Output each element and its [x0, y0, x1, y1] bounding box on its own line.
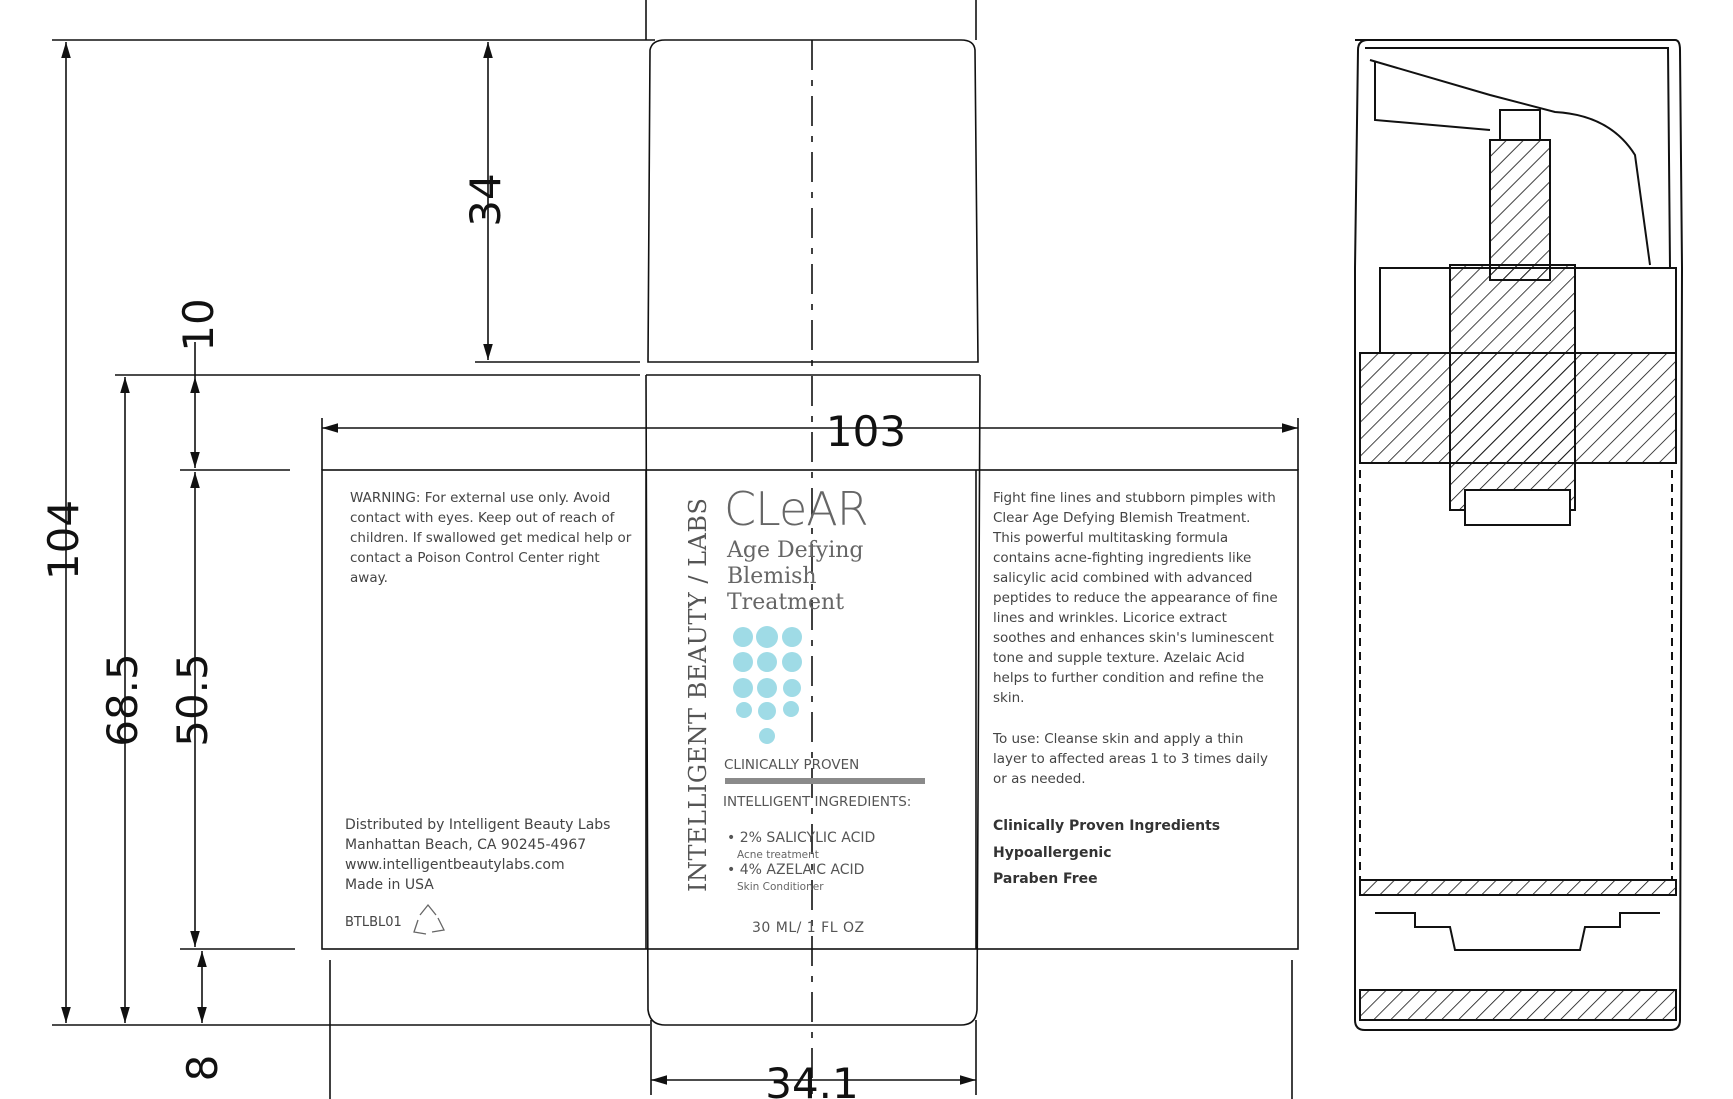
ingredient-1-purpose: Acne treatment: [737, 849, 819, 861]
dim-34-label: 34: [461, 173, 510, 226]
distributor-line: Made in USA: [345, 877, 434, 893]
brand-vertical: INTELLIGENT BEAUTY / LABS: [684, 497, 712, 892]
claims-list: Clinically Proven Ingredients Hypoallerg…: [993, 813, 1278, 893]
dim-10-label: 10: [174, 298, 223, 351]
claim-item: Hypoallergenic: [993, 844, 1112, 861]
distributor-block: Distributed by Intelligent Beauty Labs M…: [345, 815, 635, 895]
claim-item: Paraben Free: [993, 871, 1098, 887]
dim-8-label: 8: [178, 1055, 227, 1082]
dot-graphic: [733, 626, 802, 744]
ingredient-1: • 2% SALICYLIC ACID: [727, 830, 876, 846]
clinically-proven: CLINICALLY PROVEN: [724, 757, 860, 773]
recycle-icon: [413, 903, 445, 935]
product-name: Age Defying Blemish Treatment: [727, 538, 864, 615]
dim-104-label: 104: [39, 500, 88, 580]
ingredients-heading: INTELLIGENT INGREDIENTS:: [723, 794, 912, 810]
bottle-body-outline: [645, 374, 981, 1026]
pump-section: [1354, 39, 1684, 1031]
warning-text: WARNING: For external use only. Avoid co…: [350, 490, 632, 586]
ingredient-2-purpose: Skin Conditioner: [737, 881, 824, 893]
label-panel: [321, 469, 1299, 950]
product-code: BTLBL01: [345, 915, 402, 930]
cap-outline: [647, 39, 979, 363]
distributor-line: www.intelligentbeautylabs.com: [345, 857, 565, 873]
dim-103-label: 103: [826, 407, 906, 456]
distributor-line: Manhattan Beach, CA 90245-4967: [345, 837, 587, 853]
description-text: Fight fine lines and stubborn pimples wi…: [993, 490, 1278, 706]
label-divider-bar: [725, 778, 925, 784]
dim-34-1-label: 34.1: [765, 1059, 859, 1099]
directions-text: To use: Cleanse skin and apply a thin la…: [993, 731, 1268, 787]
dim-50-5-label: 50.5: [168, 653, 217, 747]
distributor-line: Distributed by Intelligent Beauty Labs: [345, 817, 611, 833]
volume-text: 30 ML/ 1 FL OZ: [752, 920, 865, 936]
ingredient-2: • 4% AZELAIC ACID: [727, 862, 865, 878]
claim-item: Clinically Proven Ingredients: [993, 818, 1221, 834]
logo-text: CLeAR: [724, 482, 869, 536]
dim-68-5-label: 68.5: [98, 653, 147, 747]
